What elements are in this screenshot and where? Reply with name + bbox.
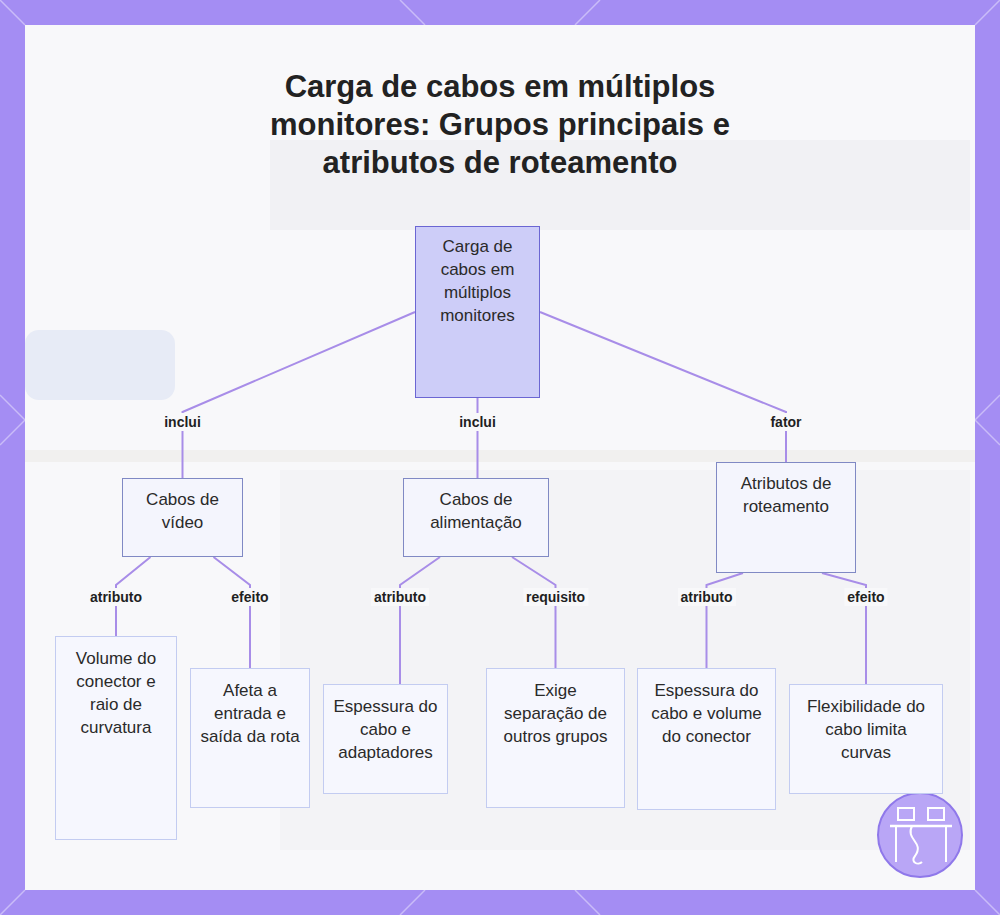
connector-line [400, 557, 440, 684]
faded-backdrop [25, 140, 975, 850]
connector-line [214, 557, 251, 668]
connector-line [183, 312, 416, 478]
attribute-box: Espessura do cabo e volume do conector [637, 668, 776, 810]
category-box: Cabos de alimentação [403, 478, 549, 557]
node-text: Espessura do cabo e volume do conector [646, 679, 767, 748]
connector-line [512, 557, 556, 668]
node-text: Cabos de alimentação [412, 488, 540, 534]
attribute-box: Flexibilidade do cabo limita curvas [789, 684, 943, 794]
content-panel [25, 25, 975, 890]
node-text: Exige separação de outros grupos [495, 679, 616, 748]
category-box: Cabos de vídeo [122, 478, 243, 557]
root-concept-box: Carga de cabos em múltiplos monitores [415, 226, 540, 398]
edge-label: atributo [87, 588, 145, 606]
edge-label: atributo [677, 588, 735, 606]
connector-line [540, 312, 786, 462]
logo-badge [878, 793, 962, 877]
connector-line [477, 398, 479, 478]
attribute-box: Volume do conector e raio de curvatura [55, 636, 177, 840]
node-text: Atributos de roteamento [725, 472, 847, 518]
edge-label: efeito [228, 588, 271, 606]
node-text: Cabos de vídeo [131, 488, 234, 534]
diagram-title: Carga de cabos em múltiplos monitores: G… [230, 68, 770, 182]
edge-label: atributo [371, 588, 429, 606]
node-text: Volume do conector e raio de curvatura [64, 647, 168, 739]
node-text: Carga de cabos em múltiplos monitores [424, 235, 531, 327]
edge-label: fator [767, 413, 804, 431]
attribute-box: Afeta a entrada e saída da rota [190, 668, 310, 808]
category-box: Atributos de roteamento [716, 462, 856, 573]
attribute-box: Exige separação de outros grupos [486, 668, 625, 808]
node-text: Flexibilidade do cabo limita curvas [798, 695, 934, 764]
edge-label: inclui [456, 413, 499, 431]
node-text: Espessura do cabo e adaptadores [332, 695, 439, 764]
edge-label: efeito [844, 588, 887, 606]
node-text: Afeta a entrada e saída da rota [199, 679, 301, 748]
edge-label: inclui [161, 413, 204, 431]
edge-label: requisito [523, 588, 588, 606]
attribute-box: Espessura do cabo e adaptadores [323, 684, 448, 794]
